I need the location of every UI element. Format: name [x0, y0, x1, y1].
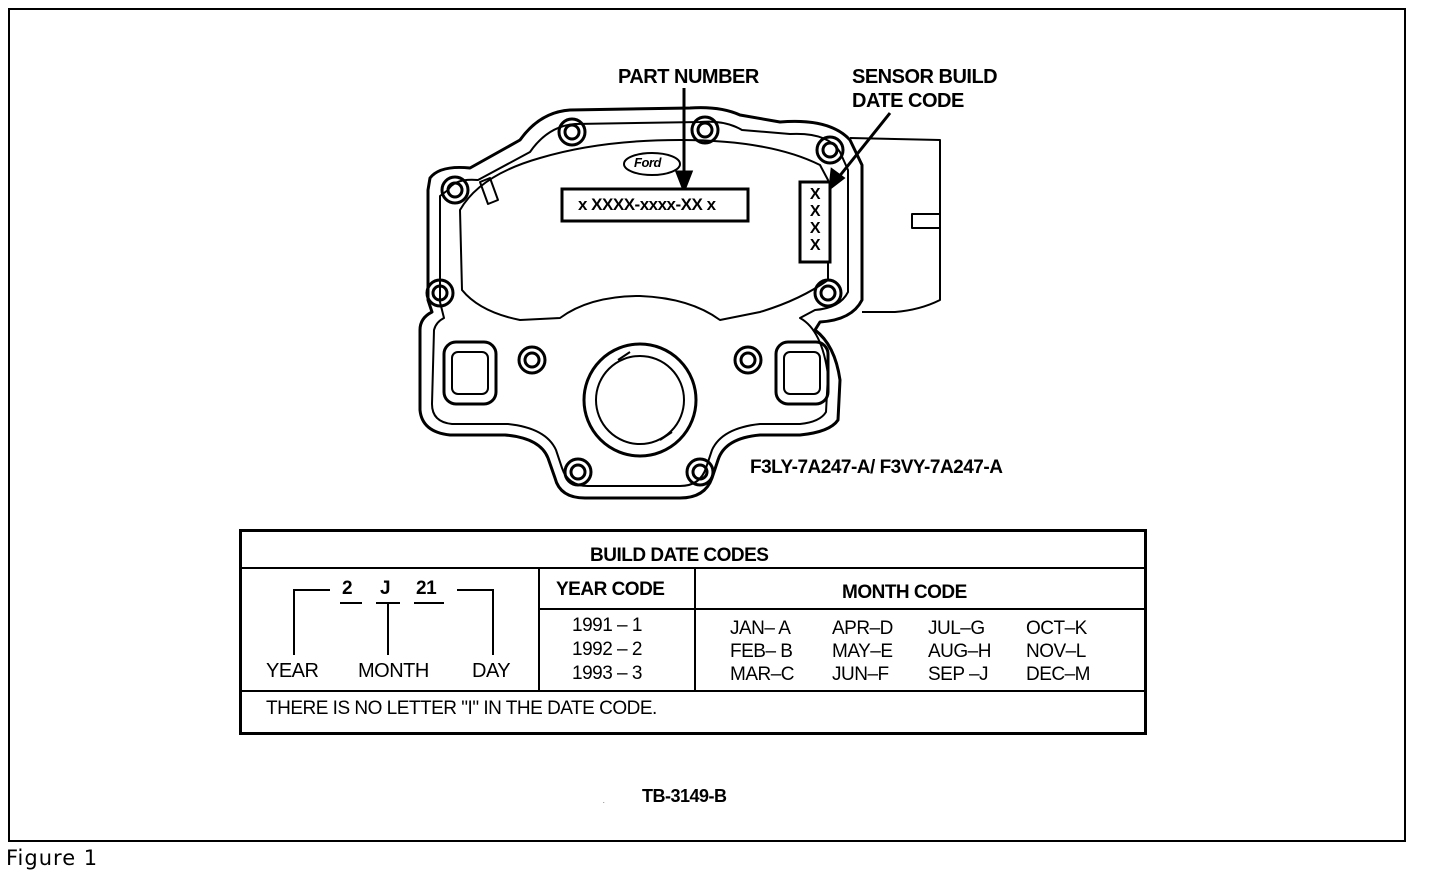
example-day-value: 21: [416, 578, 437, 599]
sensor-code-text: XXXX: [809, 186, 821, 254]
year-code-row: 1991 – 1: [572, 615, 642, 636]
month-code: SEP –J: [928, 664, 989, 685]
month-code: JUL–G: [928, 618, 985, 639]
bolt-hole: [813, 278, 843, 308]
month-code: DEC–M: [1026, 664, 1091, 685]
bolt-hole: [733, 345, 763, 375]
year-code-row: 1992 – 2: [572, 639, 642, 660]
example-year-value: 2: [342, 578, 353, 599]
month-code: JAN– A: [730, 618, 791, 639]
table-divider: [538, 568, 540, 690]
table-title: BUILD DATE CODES: [590, 545, 769, 566]
bolt-hole: [557, 117, 587, 147]
month-code: APR–D: [832, 618, 893, 639]
bolt-hole: [815, 135, 845, 165]
housing-inner: [431, 120, 849, 487]
sensor-label-line2: DATE CODE: [852, 90, 964, 112]
example-day-label: DAY: [472, 660, 511, 682]
bolt-hole: [425, 278, 455, 308]
reference-code: TB-3149-B: [642, 786, 727, 806]
table-divider: [242, 690, 1144, 692]
example-year-label: YEAR: [266, 660, 319, 682]
sensor-label-line1: SENSOR BUILD: [852, 66, 998, 88]
build-date-codes-table: [239, 529, 1147, 735]
month-code: MAR–C: [730, 664, 795, 685]
example-month-value: J: [380, 578, 391, 599]
logo-text: Ford: [634, 155, 661, 170]
part-number-text: x XXXX-xxxx-XX x: [578, 195, 716, 214]
part-number-box: [560, 187, 750, 223]
ford-logo: [623, 152, 681, 176]
bolt-hole: [690, 115, 720, 145]
sensor-code-box: [798, 180, 832, 264]
month-code: AUG–H: [928, 641, 991, 662]
mounting-ear-right: [774, 340, 830, 406]
bolt-hole: [440, 175, 470, 205]
connector-body: [849, 137, 941, 313]
month-code: JUN–F: [832, 664, 889, 685]
connector-pin: [911, 213, 941, 229]
bolt-hole: [563, 457, 593, 487]
day-bracket: [457, 589, 494, 655]
table-divider: [242, 567, 1144, 569]
month-code: NOV–L: [1026, 641, 1086, 662]
model-numbers: F3LY-7A247-A/ F3VY-7A247-A: [750, 457, 1003, 478]
housing-outline: [418, 106, 864, 500]
table-footnote: THERE IS NO LETTER "I" IN THE DATE CODE.: [266, 698, 657, 719]
mounting-ear-left: [442, 340, 498, 406]
part-number-label: PART NUMBER: [618, 66, 759, 88]
year-code-header: YEAR CODE: [556, 579, 665, 600]
month-code: OCT–K: [1026, 618, 1087, 639]
sensor-code-arrow: [836, 112, 892, 179]
figure-frame: [8, 8, 1406, 842]
shaft-bore: [582, 342, 698, 458]
example-month-label: MONTH: [358, 660, 429, 682]
year-bracket: [293, 589, 330, 655]
month-code: FEB– B: [730, 641, 793, 662]
month-code: MAY–E: [832, 641, 893, 662]
table-divider: [694, 568, 696, 690]
svg-text:.: .: [603, 799, 605, 805]
month-code-header: MONTH CODE: [842, 582, 967, 603]
year-code-row: 1993 – 3: [572, 663, 642, 684]
bolt-hole: [685, 457, 715, 487]
figure-caption: Figure 1: [6, 846, 99, 870]
bolt-hole: [517, 345, 547, 375]
table-divider: [540, 608, 1144, 610]
